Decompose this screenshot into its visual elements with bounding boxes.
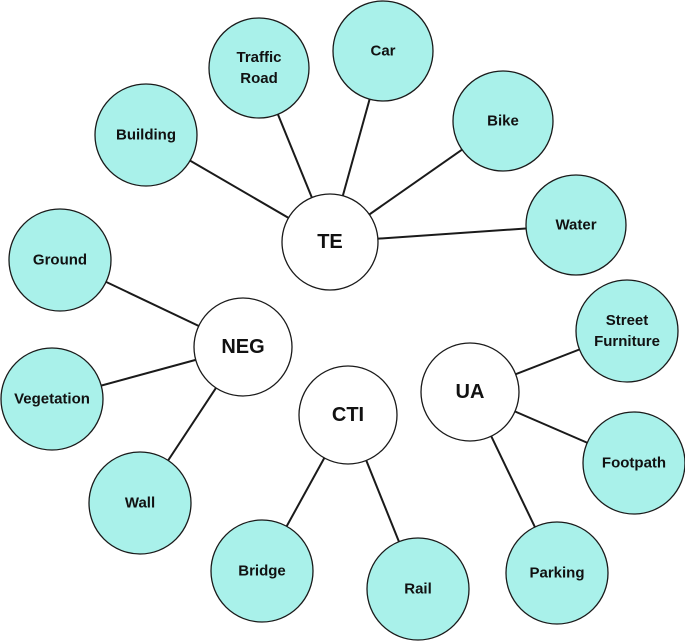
leaf-label-car: Car xyxy=(370,43,395,60)
hub-label-te: TE xyxy=(317,231,343,253)
leaf-label-building: Building xyxy=(116,127,176,144)
leaf-label-street-line-1: Street xyxy=(606,312,649,329)
leaf-node-bridge: Bridge xyxy=(210,519,314,623)
leaf-label-vegetation: Vegetation xyxy=(14,391,90,408)
leaf-node-water: Water xyxy=(525,174,627,276)
leaf-label-traffic-line-2: Road xyxy=(240,70,278,87)
leaf-node-footpath: Footpath xyxy=(582,411,685,515)
leaf-label-wall: Wall xyxy=(125,495,155,512)
hub-node-ua: UA xyxy=(420,342,520,442)
hub-label-ua: UA xyxy=(456,381,485,403)
hub-circle-te xyxy=(281,193,379,291)
leaf-circle-building xyxy=(94,83,198,187)
hub-label-cti: CTI xyxy=(332,404,364,426)
leaf-label-bike: Bike xyxy=(487,113,519,130)
leaf-label-bridge: Bridge xyxy=(238,563,286,580)
leaf-node-rail: Rail xyxy=(366,537,470,641)
hub-label-neg: NEG xyxy=(221,336,264,358)
hub-circle-cti xyxy=(298,365,398,465)
leaf-circle-traffic xyxy=(208,17,310,119)
leaf-circle-water xyxy=(525,174,627,276)
leaf-label-rail: Rail xyxy=(404,581,432,598)
leaf-label-footpath: Footpath xyxy=(602,455,666,472)
hub-node-cti: CTI xyxy=(298,365,398,465)
leaf-circle-wall xyxy=(88,451,192,555)
leaf-node-building: Building xyxy=(94,83,198,187)
leaf-node-bike: Bike xyxy=(452,70,554,172)
leaf-circle-vegetation xyxy=(0,347,104,451)
leaf-label-traffic-line-1: Traffic xyxy=(236,49,281,66)
hub-node-neg: NEG xyxy=(193,297,293,397)
leaf-circle-footpath xyxy=(582,411,685,515)
leaf-circle-ground xyxy=(8,208,112,312)
leaf-circle-rail xyxy=(366,537,470,641)
leaf-label-ground: Ground xyxy=(33,252,87,269)
leaf-node-car: Car xyxy=(332,0,434,102)
leaf-circle-bike xyxy=(452,70,554,172)
leaf-node-ground: Ground xyxy=(8,208,112,312)
leaf-node-wall: Wall xyxy=(88,451,192,555)
leaf-label-parking: Parking xyxy=(529,565,584,582)
leaf-circle-street xyxy=(575,279,679,383)
leaf-label-water: Water xyxy=(555,217,596,234)
leaf-node-vegetation: Vegetation xyxy=(0,347,104,451)
leaf-circle-parking xyxy=(505,521,609,625)
hub-circle-ua xyxy=(420,342,520,442)
hub-node-te: TE xyxy=(281,193,379,291)
leaf-node-parking: Parking xyxy=(505,521,609,625)
leaf-circle-bridge xyxy=(210,519,314,623)
hub-circle-neg xyxy=(193,297,293,397)
leaf-label-street-line-2: Furniture xyxy=(594,333,660,350)
leaf-circle-car xyxy=(332,0,434,102)
